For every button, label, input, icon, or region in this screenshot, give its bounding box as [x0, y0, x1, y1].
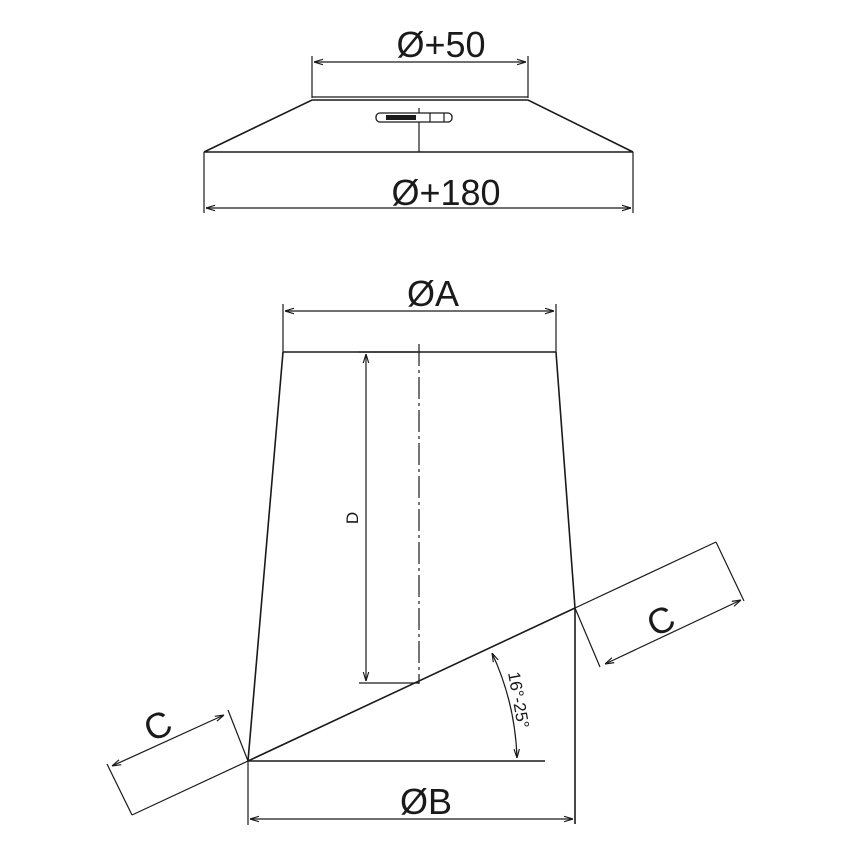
dimension-b: ØB	[247, 761, 573, 825]
cone-right-edge	[555, 351, 576, 609]
diameter-b-label: ØB	[400, 781, 452, 822]
collar-outline	[203, 99, 634, 153]
bottom-diameter-label: Ø+180	[391, 172, 500, 213]
dimension-bottom-diameter: Ø+180	[203, 152, 634, 213]
storm-collar-view: Ø+50 Ø+180	[203, 24, 634, 213]
dimension-a: ØA	[282, 273, 557, 352]
flashing-side-view: ØA D C C 16°-25°	[106, 273, 745, 825]
dimension-top-diameter: Ø+50	[311, 24, 529, 98]
roof-slope-line	[247, 607, 576, 762]
dimension-d: D	[343, 351, 419, 684]
angle-dimension: 16°-25°	[492, 653, 533, 758]
dimension-c-left: C	[106, 702, 249, 816]
cone-left-edge	[247, 351, 284, 762]
top-diameter-label: Ø+50	[396, 24, 485, 65]
offset-c-right-label: C	[640, 597, 681, 645]
dimension-c-right: C	[574, 541, 745, 668]
clamp-screw-icon	[375, 112, 453, 123]
height-d-label: D	[343, 512, 362, 524]
offset-c-left-label: C	[137, 702, 178, 750]
diameter-a-label: ØA	[407, 273, 459, 314]
